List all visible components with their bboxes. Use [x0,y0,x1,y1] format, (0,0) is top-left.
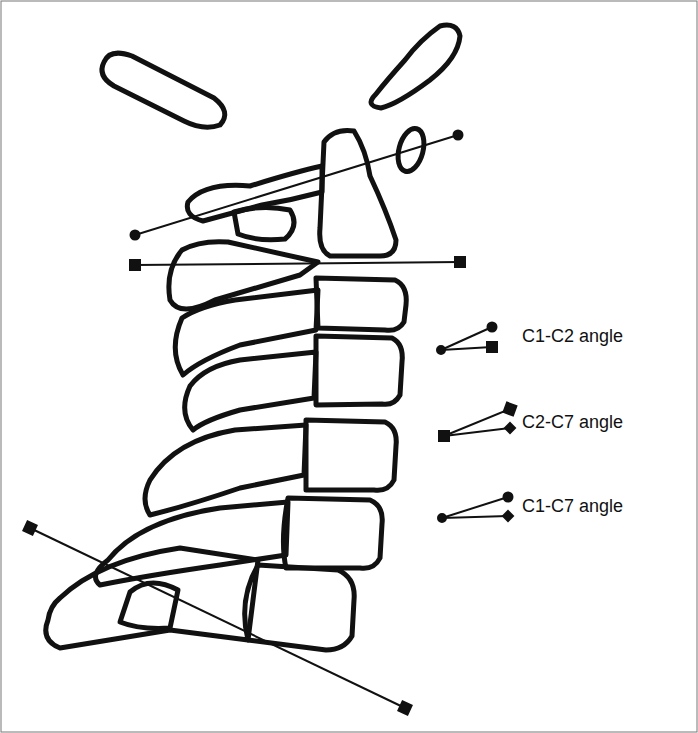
angle-lines [23,131,465,715]
legend-glyphs [437,323,516,523]
legend-label: C2-C7 angle [522,413,623,433]
legend-label: C1-C7 angle [522,497,623,517]
legend-label: C1-C2 angle [522,327,623,347]
bones [46,25,460,650]
